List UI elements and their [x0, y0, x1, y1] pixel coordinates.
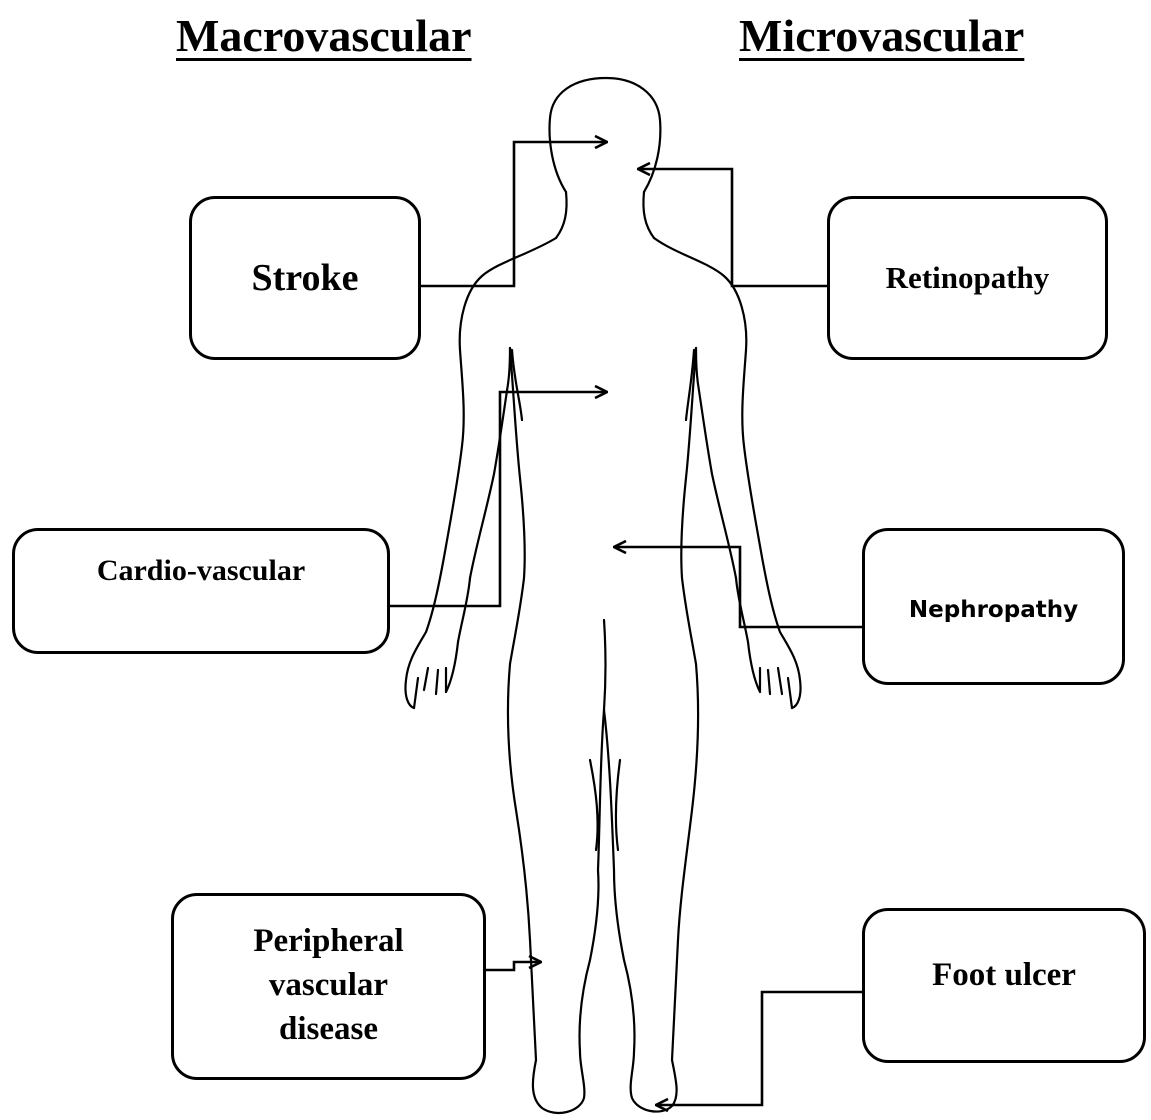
microvascular-heading: Microvascular: [739, 8, 1024, 64]
stroke-label: Stroke: [252, 256, 359, 300]
right-inner-arm: [696, 348, 736, 578]
foot-ulcer-box: Foot ulcer: [862, 908, 1146, 1063]
knee-detail-right: [616, 760, 620, 850]
left-hand-outline: [414, 578, 470, 708]
cardio-connector: [390, 392, 607, 606]
macrovascular-heading: Macrovascular: [176, 8, 472, 64]
peripheral-connector: [486, 962, 541, 970]
knee-detail-left: [590, 760, 598, 850]
foot-ulcer-connector: [656, 992, 862, 1105]
neck-left: [556, 192, 567, 238]
left-arm-outline: [405, 238, 556, 708]
peripheral-label-line-1: Peripheral: [253, 919, 403, 963]
crotch-line: [598, 620, 606, 870]
cardio-vascular-label: Cardio-vascular: [97, 554, 305, 588]
nephropathy-label: Nephropathy: [909, 597, 1078, 623]
peripheral-vascular-disease-box: Peripheral vascular disease: [171, 893, 486, 1080]
retinopathy-connector: [638, 169, 827, 286]
retinopathy-label: Retinopathy: [886, 260, 1050, 296]
neck-right: [643, 192, 654, 238]
right-hand-outline: [736, 578, 792, 708]
retinopathy-box: Retinopathy: [827, 196, 1108, 360]
peripheral-label-line-2: vascular: [253, 963, 403, 1007]
stroke-box: Stroke: [189, 196, 421, 360]
left-inner-arm: [470, 348, 510, 578]
stroke-connector: [421, 142, 607, 286]
cardio-vascular-box: Cardio-vascular: [12, 528, 390, 654]
nephropathy-box: Nephropathy: [862, 528, 1125, 685]
foot-ulcer-label: Foot ulcer: [932, 957, 1076, 994]
left-leg-outline: [508, 664, 599, 1113]
nephropathy-connector: [614, 547, 868, 627]
right-leg-outline: [604, 664, 698, 1112]
right-arm-outline: [654, 238, 801, 708]
peripheral-label-line-3: disease: [253, 1007, 403, 1051]
head-outline: [550, 78, 661, 192]
